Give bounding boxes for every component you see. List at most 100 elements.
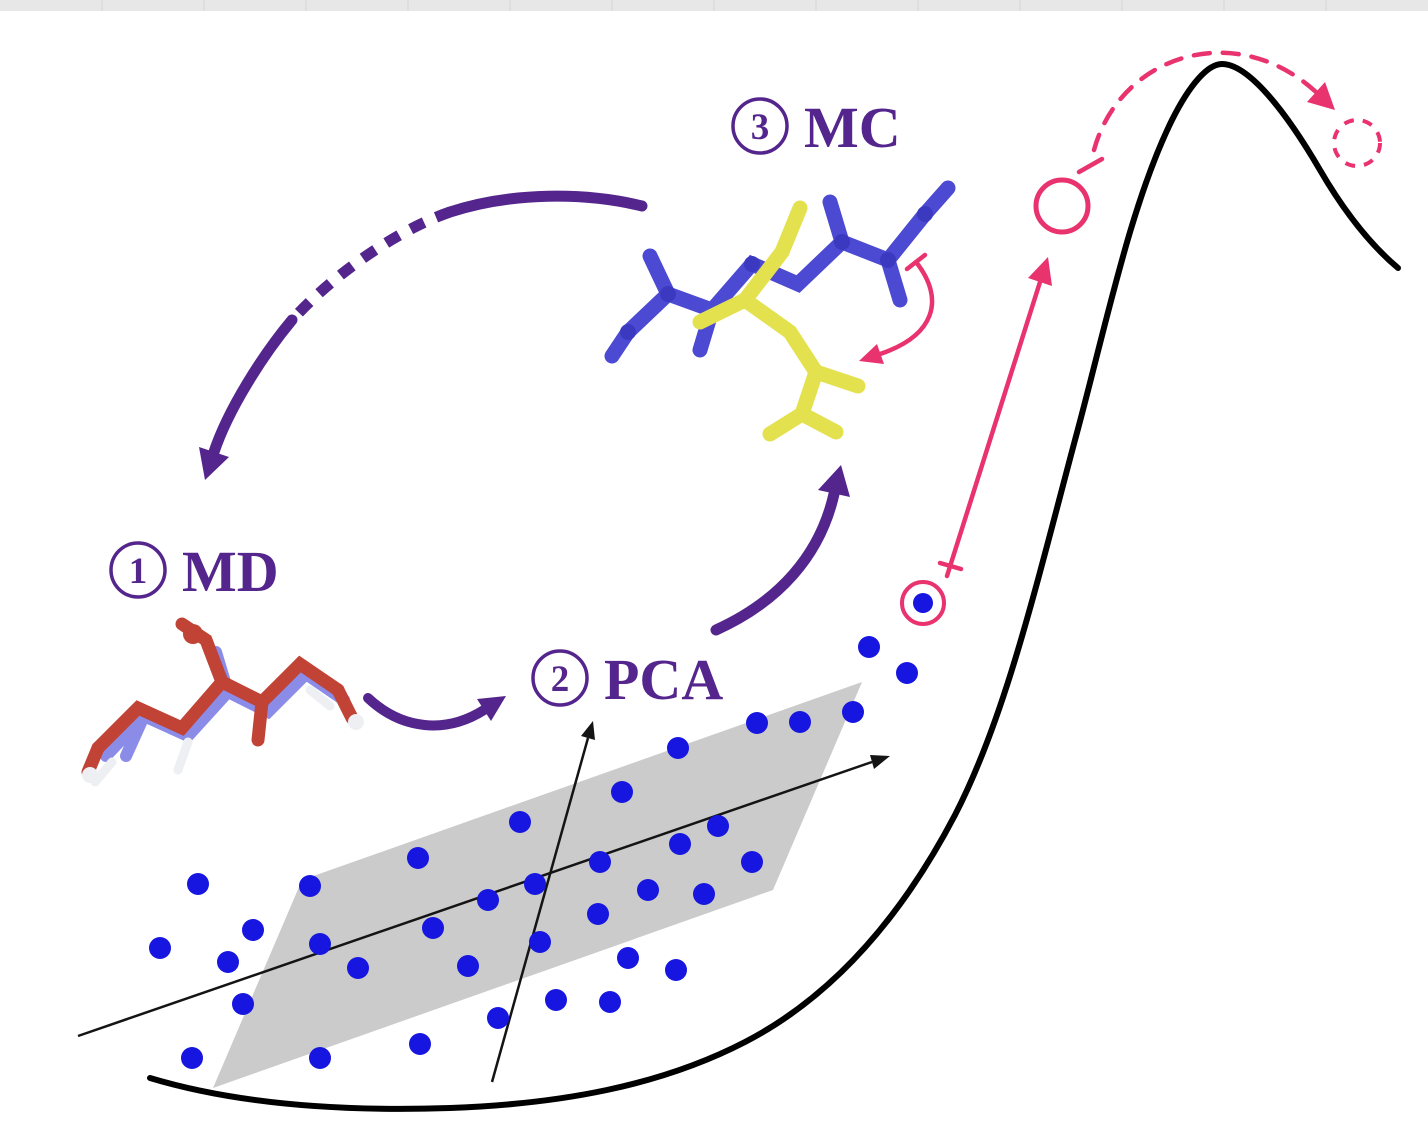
step3-label: 3 MC xyxy=(731,95,901,160)
md-molecule xyxy=(81,617,364,787)
sample-dot xyxy=(217,951,239,973)
mc-molecule-blue-atom xyxy=(880,252,896,268)
torsion-rotation-arrow xyxy=(877,259,935,357)
md-molecule-red-branch xyxy=(331,683,359,725)
escape-arrow-start-tick xyxy=(937,560,964,572)
md-molecule-white-atom xyxy=(348,714,364,730)
sample-dot xyxy=(409,1033,431,1055)
transition-state-circle xyxy=(1033,177,1091,235)
step2-label: 2 PCA xyxy=(531,647,723,712)
sample-dot xyxy=(529,931,551,953)
pc1-axis-arrowhead-icon xyxy=(870,755,890,769)
sample-dot xyxy=(693,883,715,905)
md-molecule-red-atom xyxy=(183,624,203,644)
sample-dot xyxy=(309,933,331,955)
strip-gridlines xyxy=(101,0,1327,11)
arrow-md-to-pca xyxy=(363,693,489,731)
sample-dot xyxy=(187,873,209,895)
sample-dot xyxy=(509,811,531,833)
mc-molecule-yellow-stick xyxy=(794,406,844,440)
arrow-mc-to-md-arrowhead-icon xyxy=(199,447,229,480)
sample-dot xyxy=(181,1047,203,1069)
step1-name: MD xyxy=(182,539,279,604)
arrow-md-to-pca-arrowhead-icon xyxy=(477,696,506,721)
sample-dot xyxy=(477,889,499,911)
step1-number: 1 xyxy=(129,551,148,592)
mc-molecule-blue-atom xyxy=(660,286,676,302)
pc1-axis xyxy=(77,760,873,1038)
workflow-cycle-arrows xyxy=(199,190,850,731)
sample-dot xyxy=(457,955,479,977)
pc2-axis xyxy=(490,737,590,1083)
sample-dot xyxy=(299,875,321,897)
step2-number: 2 xyxy=(551,659,570,700)
sample-dot xyxy=(589,851,611,873)
barrier-arc-start-tick xyxy=(1076,156,1105,175)
mc-molecule-yellow-upper xyxy=(692,200,808,330)
sample-dot xyxy=(896,662,918,684)
md-molecule-white-stick xyxy=(305,685,335,711)
sample-dot xyxy=(637,879,659,901)
sample-dot xyxy=(524,873,546,895)
arrow-pca-to-mc-arrowhead-icon xyxy=(818,465,850,497)
md-molecule-red-branch xyxy=(251,695,269,747)
sample-dot xyxy=(232,993,254,1015)
mc-move-annotations xyxy=(859,50,1382,626)
step1-label: 1 MD xyxy=(109,539,279,604)
mc-molecule-blue-atom xyxy=(620,324,636,340)
arrow-pca-to-mc xyxy=(710,488,840,636)
sample-dot xyxy=(617,947,639,969)
pc2-axis-arrowhead-icon xyxy=(581,721,595,740)
torsion-rotation-arrowhead-icon xyxy=(859,344,884,364)
step1-circled-number-icon xyxy=(109,541,167,599)
step2-circled-number-icon xyxy=(531,649,589,707)
sample-dot xyxy=(599,991,621,1013)
torsion-rotation-start-tick xyxy=(904,252,928,272)
energy-landscape-curve xyxy=(147,60,1401,1112)
sample-dot xyxy=(667,737,689,759)
arrow-mc-to-md-dashed xyxy=(287,206,452,324)
sample-dot xyxy=(669,833,691,855)
sample-dot xyxy=(545,989,567,1011)
sample-dot xyxy=(242,919,264,941)
sample-dot xyxy=(789,711,811,733)
escape-arrow-arrowhead-icon xyxy=(1028,257,1052,286)
sample-dot xyxy=(487,1007,509,1029)
md-sample-dots xyxy=(149,636,918,1069)
sample-dot xyxy=(842,701,864,723)
sample-dot xyxy=(746,712,768,734)
mc-molecule-yellow-stick xyxy=(808,364,866,394)
product-state-dashed-circle xyxy=(1332,118,1382,168)
sample-dot xyxy=(858,636,880,658)
sample-dot xyxy=(665,959,687,981)
mc-molecule-blue-atom xyxy=(917,206,933,222)
step3-number: 3 xyxy=(751,107,770,148)
pca-axes xyxy=(77,721,890,1083)
selected-sample-dot xyxy=(913,593,933,613)
sample-dot xyxy=(149,937,171,959)
barrier-crossing-arrowhead-icon xyxy=(1307,82,1335,110)
md-molecule-white-stick xyxy=(173,737,193,775)
sample-dot xyxy=(407,847,429,869)
mc-molecule xyxy=(604,180,956,442)
md-molecule-white-atom xyxy=(82,767,98,783)
md-molecule-blue-branch xyxy=(120,710,150,762)
sample-dot xyxy=(422,917,444,939)
sample-dot xyxy=(347,957,369,979)
sample-dot xyxy=(587,903,609,925)
md-molecule-white-stick xyxy=(90,757,117,787)
mc-molecule-blue-atom xyxy=(834,234,850,250)
barrier-crossing-dashed-arc xyxy=(1091,50,1319,153)
escape-arrow xyxy=(944,279,1043,579)
sample-dot xyxy=(309,1047,331,1069)
step3-name: MC xyxy=(804,95,901,160)
step3-circled-number-icon xyxy=(731,97,789,155)
arrow-mc-to-md-solid-lower xyxy=(208,314,298,458)
arrow-mc-to-md-solid-upper xyxy=(444,190,648,218)
sample-dot xyxy=(707,815,729,837)
mc-molecule-blue-atom xyxy=(744,256,760,272)
selected-sample-ring xyxy=(900,580,946,626)
sample-dot xyxy=(741,851,763,873)
sample-dot xyxy=(611,781,633,803)
